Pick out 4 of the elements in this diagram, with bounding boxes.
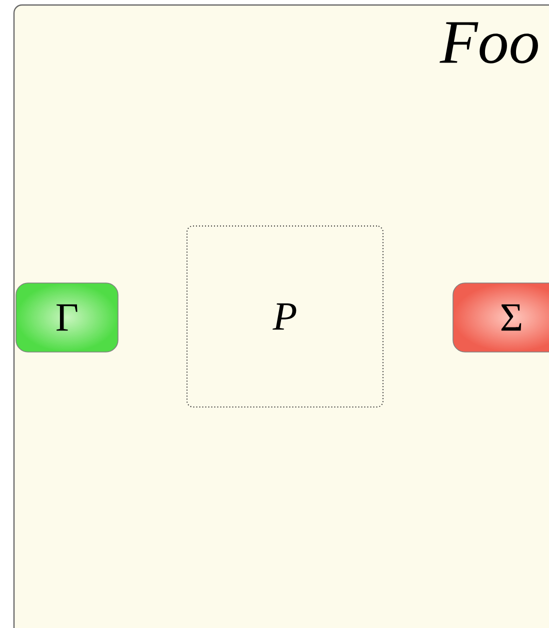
pill-box: Σ (452, 282, 549, 352)
placeholder-box: P (186, 226, 384, 408)
pill-box: Γ (16, 282, 118, 352)
heading: Foo (440, 22, 538, 64)
